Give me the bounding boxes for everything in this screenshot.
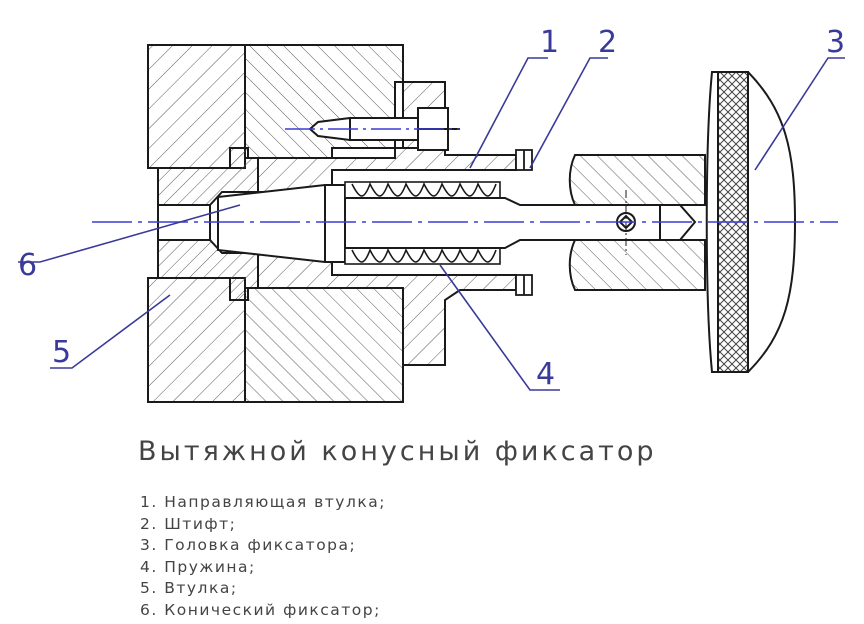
parts-legend: 1. Направляющая втулка; 2. Штифт; 3. Гол… <box>140 492 386 621</box>
legend-item: 6. Конический фиксатор; <box>140 600 381 619</box>
legend-item: 1. Направляющая втулка; <box>140 493 386 511</box>
callout-4: 4 <box>536 357 555 392</box>
leader-lines <box>18 57 845 391</box>
legend-item: 4. Пружина; <box>140 557 256 576</box>
callout-6: 6 <box>18 248 37 283</box>
cone-fixator-6 <box>217 184 346 263</box>
callout-numbers: 1 2 3 4 5 6 <box>18 25 845 392</box>
legend-item: 5. Втулка; <box>140 579 238 597</box>
body-plate <box>244 44 404 403</box>
callout-5: 5 <box>52 335 71 370</box>
legend-item: 3. Головка фиксатора; <box>140 536 357 554</box>
callout-2: 2 <box>598 25 617 60</box>
callout-3: 3 <box>826 25 845 60</box>
drawing-title: Вытяжной конусный фиксатор <box>138 436 657 467</box>
callout-1: 1 <box>540 25 559 60</box>
knob-hub <box>568 154 706 291</box>
spring-4 <box>344 181 501 265</box>
legend-item: 2. Штифт; <box>140 514 237 533</box>
center-axis <box>92 128 838 223</box>
fixture-plate <box>147 44 246 403</box>
pin-2 <box>515 149 533 296</box>
